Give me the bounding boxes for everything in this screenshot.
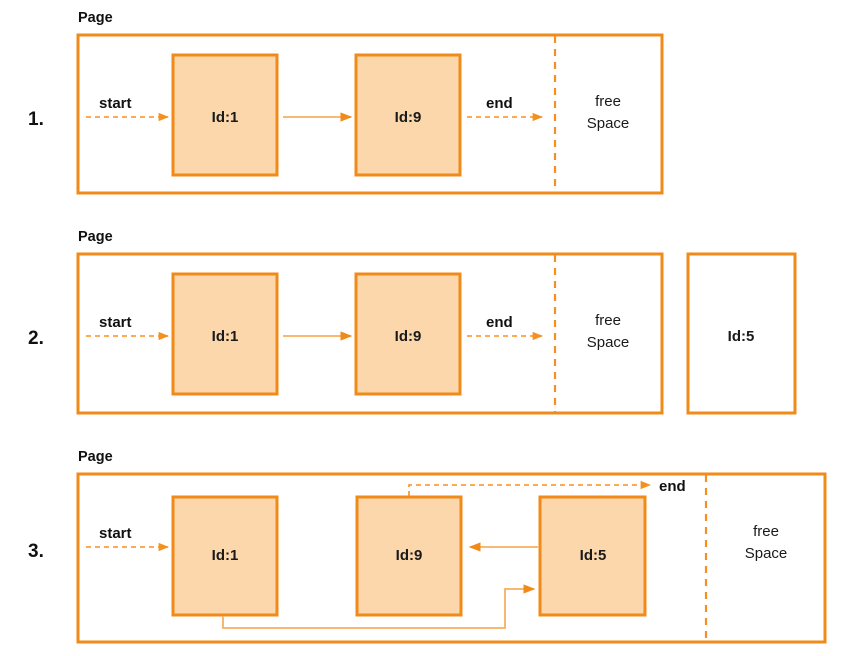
step-3-free-space-line2: Space (745, 545, 788, 562)
step-1-node-id1-label: Id:1 (212, 109, 239, 126)
step-3-number: 3. (28, 541, 44, 562)
step-2-node-id9 (354, 272, 462, 396)
step-1-start-label: start (99, 95, 132, 112)
step-3-group: 3. Page start Id:1 Id:9 Id:5 end free Sp… (28, 449, 827, 644)
step-2-number: 2. (28, 328, 44, 349)
step-1-node-id9-label: Id:9 (395, 109, 422, 126)
step-3-free-space-line1: free (753, 523, 779, 540)
step-1-free-space-line2: Space (587, 115, 630, 132)
step-1-number: 1. (28, 109, 44, 130)
step-3-node-id1-label: Id:1 (212, 547, 239, 564)
step-3-node-id5-label: Id:5 (580, 547, 607, 564)
step-3-node-id9-label: Id:9 (396, 547, 423, 564)
step-1-page-label: Page (78, 10, 113, 26)
step-3-page-label: Page (78, 449, 113, 465)
step-3-edge-id1-to-id5 (222, 584, 536, 629)
step-2-page-label: Page (78, 229, 113, 245)
step-2-start-label: start (99, 314, 132, 331)
step-2-end-label: end (486, 314, 513, 331)
step-3-node-id1 (171, 495, 279, 617)
step-3-node-id9 (355, 495, 463, 617)
step-2-node-id9-label: Id:9 (395, 328, 422, 345)
step-3-start-label: start (99, 525, 132, 542)
step-3-node-id5 (538, 495, 647, 617)
step-2-free-space-line1: free (595, 312, 621, 329)
step-2-node-id1-label: Id:1 (212, 328, 239, 345)
step-2-detached-node-id5 (686, 252, 797, 415)
step-2-detached-node-id5-label: Id:5 (728, 328, 755, 345)
step-1-free-space-line1: free (595, 93, 621, 110)
step-1-end-label: end (486, 95, 513, 112)
step-2-group: 2. Page start Id:1 Id:9 end free Space I… (28, 229, 797, 415)
step-1-node-id1 (171, 53, 279, 177)
step-1-group: 1. Page start Id:1 Id:9 end free Space (28, 10, 664, 195)
step-3-end-edge (408, 480, 652, 496)
step-2-free-space-line2: Space (587, 334, 630, 351)
step-2-node-id1 (171, 272, 279, 396)
step-3-end-label: end (659, 478, 686, 495)
step-1-node-id9 (354, 53, 462, 177)
